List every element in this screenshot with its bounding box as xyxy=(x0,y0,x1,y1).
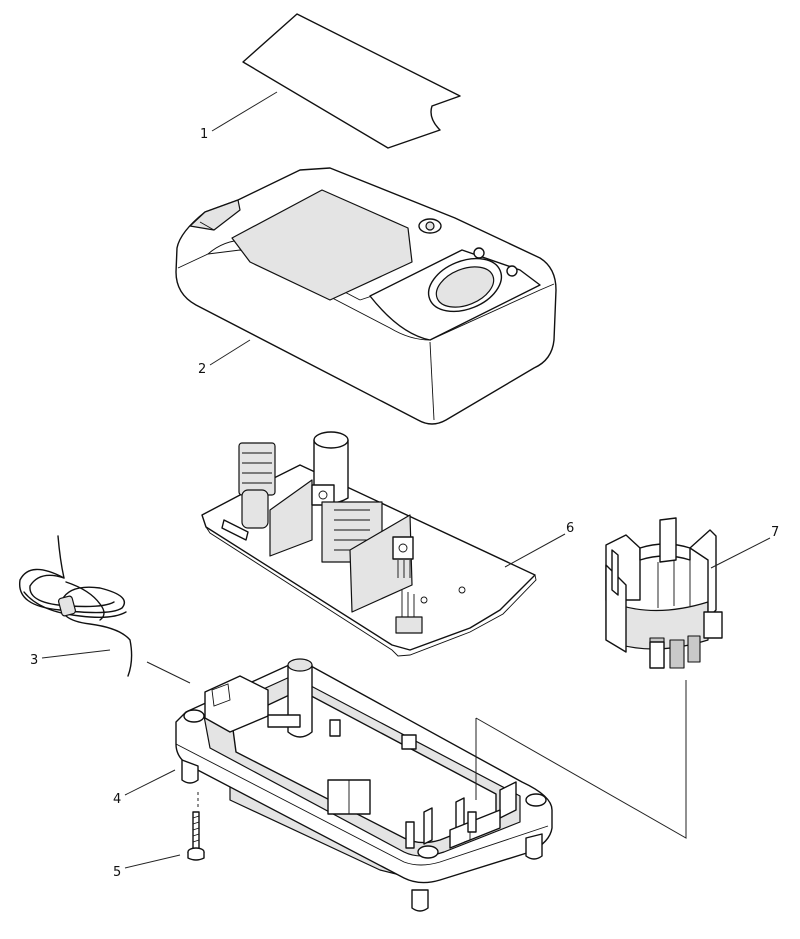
leader-line-7 xyxy=(710,537,771,569)
callout-5: 5 xyxy=(113,865,121,880)
leader-line-cord-entry xyxy=(146,661,191,684)
leader-line-6 xyxy=(504,533,566,568)
callout-4: 4 xyxy=(113,792,121,807)
charger-base-icon xyxy=(175,658,553,912)
leader-line-3 xyxy=(41,649,111,659)
callout-7: 7 xyxy=(771,525,779,540)
callout-6: 6 xyxy=(566,521,574,536)
leader-line-holder-mount xyxy=(475,680,687,839)
callout-1: 1 xyxy=(200,127,208,142)
leader-line-2 xyxy=(209,339,251,366)
circuit-board-icon xyxy=(201,431,537,657)
screw-icon xyxy=(187,811,205,861)
label-sheet-icon xyxy=(242,13,461,149)
charger-cover-icon xyxy=(175,167,557,425)
callout-2: 2 xyxy=(198,362,206,377)
battery-holder-icon xyxy=(605,517,723,669)
callout-3: 3 xyxy=(30,653,38,668)
leader-line-1 xyxy=(211,91,278,132)
leader-line-4 xyxy=(124,769,176,796)
leader-line-5 xyxy=(124,854,181,869)
power-cord-icon xyxy=(19,535,133,677)
